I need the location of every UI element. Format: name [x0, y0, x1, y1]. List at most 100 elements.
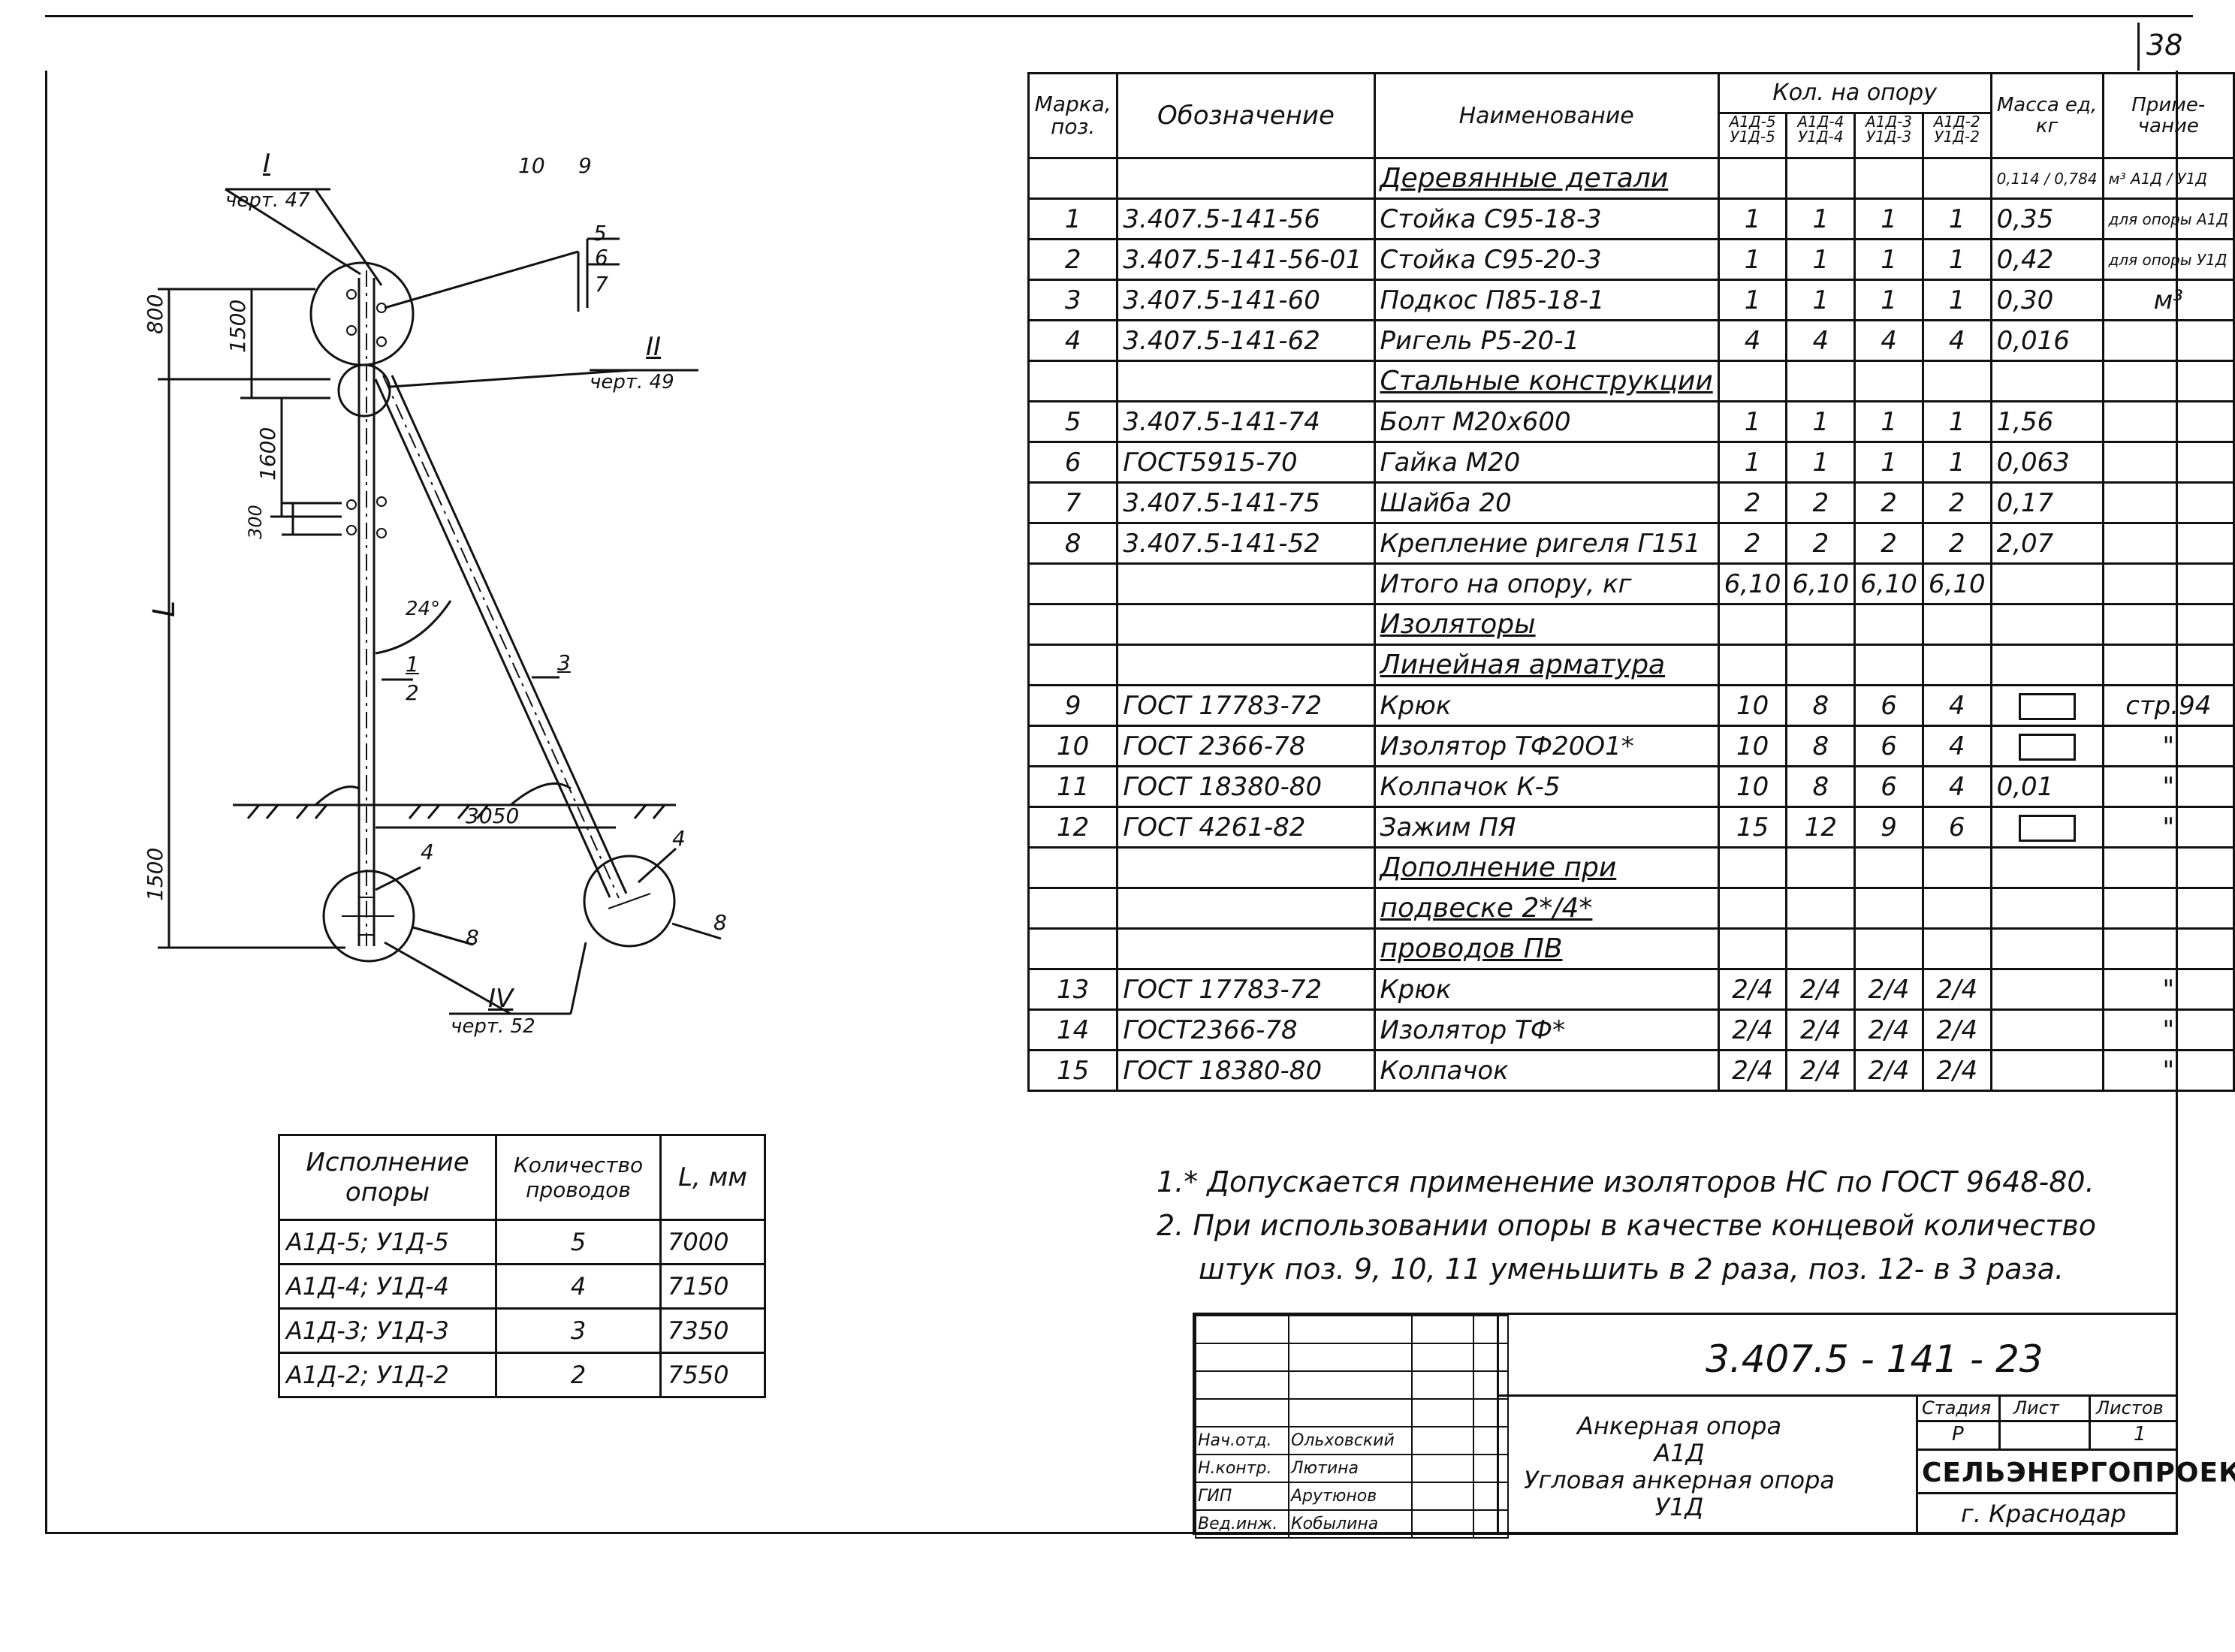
cell-pos: [1027, 927, 1119, 970]
execution-table: Исполнение опоры Количество проводов L, …: [278, 1134, 766, 1398]
cell-qty: 2: [1853, 481, 1924, 524]
section-title: проводов ПВ: [1380, 933, 1563, 964]
page-number: 38: [2146, 29, 2183, 62]
exec-header-variant: Исполнение опоры: [278, 1134, 497, 1221]
sheets-value: 1: [2134, 1423, 2146, 1446]
cell-qty: [1921, 360, 1992, 402]
cell-pos: 9: [1027, 684, 1119, 727]
dim-800: 800: [143, 294, 167, 334]
cell-qty: 2/4: [1717, 1049, 1788, 1092]
cell-note: ": [2101, 765, 2235, 808]
callout-IV: IV: [488, 984, 514, 1014]
cell-des: ГОСТ 17783-72: [1116, 968, 1376, 1011]
cell-pos: 3: [1027, 279, 1119, 321]
pos-label-6: 6: [595, 245, 608, 270]
cell-qty: 1: [1785, 441, 1856, 484]
cell-name: Стойка С95-20-3: [1373, 238, 1720, 281]
cell-qty: 2/4: [1921, 1049, 1992, 1092]
cell-qty: 15: [1717, 806, 1788, 849]
exec-length: 7000: [659, 1219, 766, 1265]
cell-qty: 8: [1785, 765, 1856, 808]
cell-qty: 4: [1921, 319, 1992, 362]
cell-mass: 2,07: [1989, 522, 2104, 565]
cell-mass: 0,114 / 0,784: [1989, 157, 2104, 200]
cell-pos: 2: [1027, 238, 1119, 281]
spec-row: Дополнение при: [1027, 846, 2235, 889]
cell-qty: 1: [1717, 400, 1788, 443]
cell-des: ГОСТ 18380-80: [1116, 1049, 1376, 1092]
specification-table: Марка, поз. Обозначение Наименование Кол…: [1027, 72, 2235, 1092]
cell-name: Крепление ригеля Г151: [1373, 522, 1720, 565]
cell-note: м³: [2101, 279, 2235, 321]
cell-note: [2101, 522, 2235, 565]
cell-mass: [1989, 725, 2104, 767]
cell-section: Деревянные детали: [1373, 157, 1720, 200]
section-title: Линейная арматура: [1380, 650, 1666, 680]
exec-variant: А1Д-3; У1Д-3: [278, 1307, 497, 1354]
cell-section: проводов ПВ: [1373, 927, 1720, 970]
cell-mass: [1989, 927, 2104, 970]
cell-qty: 8: [1785, 725, 1856, 767]
cell-qty: 1: [1921, 238, 1992, 281]
cell-name: Изолятор ТФ*: [1373, 1008, 1720, 1051]
org-name: СЕЛЬЭНЕРГОПРОЕКТ: [1922, 1458, 2235, 1488]
header-mass: Масса ед, кг: [1989, 72, 2104, 159]
cell-qty: 6,10: [1785, 562, 1856, 605]
exec-wires: 4: [495, 1263, 662, 1310]
cell-qty: 2: [1717, 522, 1788, 565]
cell-name: Стойка С95-18-3: [1373, 197, 1720, 240]
cell-qty: 2: [1853, 522, 1924, 565]
cell-qty: 2/4: [1785, 1008, 1856, 1051]
cell-name: Шайба 20: [1373, 481, 1720, 524]
exec-length: 7150: [659, 1263, 766, 1310]
cell-qty: 4: [1785, 319, 1856, 362]
exec-wires: 5: [495, 1219, 662, 1265]
cell-note: [2101, 441, 2235, 484]
cell-qty: [1921, 846, 1992, 889]
cell-mass: 0,01: [1989, 765, 2104, 808]
cell-qty: [1853, 887, 1924, 930]
exec-length: 7550: [659, 1352, 766, 1398]
cell-des: [1116, 644, 1376, 686]
pos-label-2: 2: [406, 680, 419, 705]
cell-qty: 1: [1717, 441, 1788, 484]
sheets-label: Листов: [2096, 1397, 2164, 1418]
cell-des: ГОСТ5915-70: [1116, 441, 1376, 484]
cell-qty: [1853, 603, 1924, 646]
exec-length: 7350: [659, 1307, 766, 1354]
cell-qty: [1785, 360, 1856, 402]
section-title: подвеске 2*/4*: [1380, 893, 1593, 924]
cell-qty: 4: [1921, 684, 1992, 727]
top-border-line: [45, 15, 2193, 17]
cell-name: Изолятор ТФ20О1*: [1373, 725, 1720, 767]
cell-qty: 6: [1853, 765, 1924, 808]
cell-qty: 2/4: [1853, 1049, 1924, 1092]
exec-wires: 3: [495, 1307, 662, 1354]
cell-qty: 1: [1853, 400, 1924, 443]
cell-pos: 11: [1027, 765, 1119, 808]
cell-des: ГОСТ 18380-80: [1116, 765, 1376, 808]
cell-name: Колпачок: [1373, 1049, 1720, 1092]
cell-qty: [1921, 644, 1992, 686]
cell-pos: 1: [1027, 197, 1119, 240]
cell-mass: [1989, 644, 2104, 686]
cell-note: [2101, 887, 2235, 930]
cell-note: ": [2101, 725, 2235, 767]
cell-qty: 2: [1785, 522, 1856, 565]
exec-header-wires: Количество проводов: [495, 1134, 662, 1221]
pos-label-4-right: 4: [672, 826, 686, 851]
cell-qty: 4: [1853, 319, 1924, 362]
cell-pos: 4: [1027, 319, 1119, 362]
spec-row: Стальные конструкции: [1027, 360, 2235, 402]
doc-title-line-3: Угловая анкерная опора: [1523, 1466, 1835, 1494]
pos-label-3: 3: [557, 650, 571, 675]
cell-qty: [1785, 603, 1856, 646]
cell-qty: 2/4: [1785, 968, 1856, 1011]
